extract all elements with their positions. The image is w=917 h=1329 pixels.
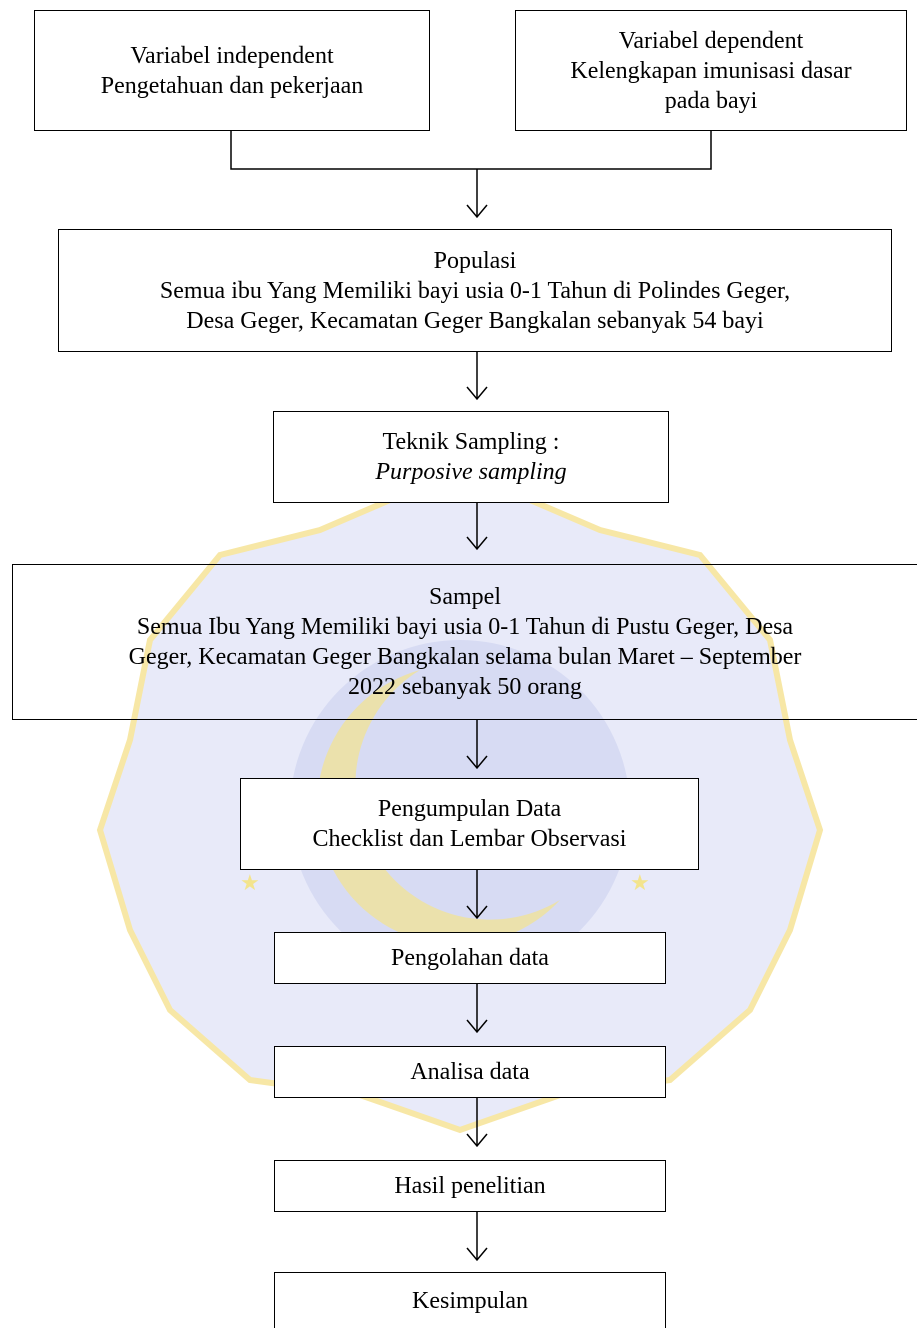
- dependent-variable-box: Variabel dependent Kelengkapan imunisasi…: [515, 10, 907, 131]
- sample-detail-2: Geger, Kecamatan Geger Bangkalan selama …: [128, 644, 802, 670]
- sampling-title: Teknik Sampling :: [382, 429, 560, 455]
- watermark-star-left: ★: [240, 870, 260, 895]
- independent-variable-box: Variabel independent Pengetahuan dan pek…: [34, 10, 430, 131]
- watermark-star-right: ★: [630, 870, 650, 895]
- arrow-head-3: [466, 536, 488, 551]
- data-analysis-box: Analisa data: [274, 1046, 666, 1098]
- collection-detail: Checklist dan Lembar Observasi: [312, 826, 627, 852]
- arrow-head-6: [466, 1019, 488, 1034]
- conclusion-label: Kesimpulan: [412, 1287, 528, 1314]
- population-detail-2: Desa Geger, Kecamatan Geger Bangkalan se…: [186, 307, 764, 334]
- arrow-head-1: [466, 204, 488, 219]
- arrow-head-7: [466, 1133, 488, 1148]
- dependent-detail-2: pada bayi: [664, 87, 758, 114]
- population-detail-1: Semua ibu Yang Memiliki bayi usia 0-1 Ta…: [159, 277, 791, 304]
- arrow-head-8: [466, 1247, 488, 1262]
- collection-title: Pengumpulan Data: [377, 796, 562, 822]
- sample-detail-3: 2022 sebanyak 50 orang: [348, 674, 582, 700]
- research-results-box: Hasil penelitian: [274, 1160, 666, 1212]
- independent-detail: Pengetahuan dan pekerjaan: [100, 72, 364, 99]
- data-collection-box: Pengumpulan Data Checklist dan Lembar Ob…: [240, 778, 699, 870]
- results-label: Hasil penelitian: [394, 1173, 546, 1199]
- arrow-head-5: [466, 905, 488, 920]
- sample-box: Sampel Semua Ibu Yang Memiliki bayi usia…: [12, 564, 917, 720]
- sample-detail-1: Semua Ibu Yang Memiliki bayi usia 0-1 Ta…: [136, 614, 794, 640]
- arrow-head-4: [466, 755, 488, 770]
- analysis-label: Analisa data: [410, 1059, 530, 1085]
- population-title: Populasi: [433, 247, 517, 274]
- arrow-head-2: [466, 386, 488, 401]
- sampling-method: Purposive sampling: [375, 459, 567, 485]
- data-processing-box: Pengolahan data: [274, 932, 666, 984]
- conclusion-box: Kesimpulan: [274, 1272, 666, 1328]
- independent-title: Variabel independent: [130, 42, 334, 69]
- sampling-technique-box: Teknik Sampling : Purposive sampling: [273, 411, 669, 503]
- population-box: Populasi Semua ibu Yang Memiliki bayi us…: [58, 229, 892, 352]
- dependent-detail-1: Kelengkapan imunisasi dasar: [570, 57, 852, 84]
- merge-bracket: [230, 131, 712, 170]
- sample-title: Sampel: [429, 584, 501, 610]
- dependent-title: Variabel dependent: [618, 27, 804, 54]
- processing-label: Pengolahan data: [391, 945, 549, 971]
